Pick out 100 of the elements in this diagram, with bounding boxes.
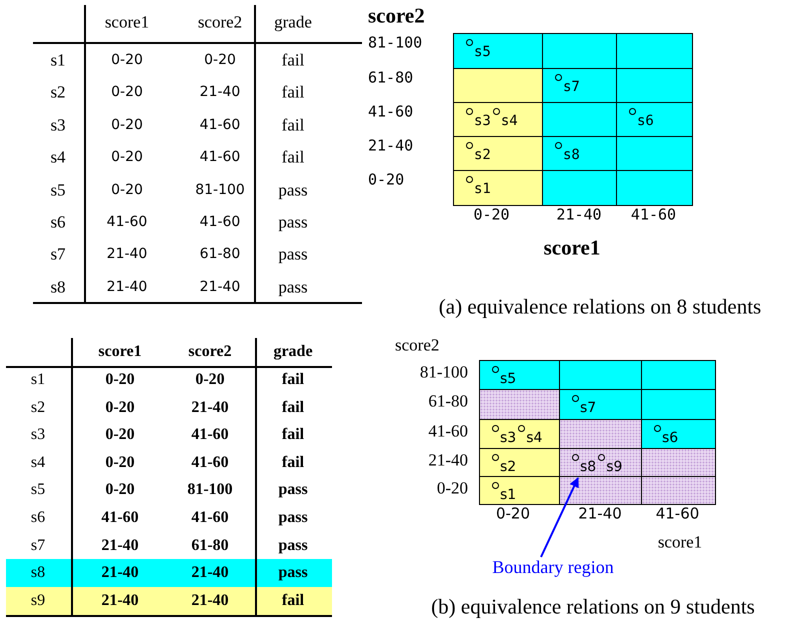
- score-value: 0-20: [105, 400, 135, 416]
- row-label: 21-40: [368, 138, 414, 154]
- score-value: 0-20: [105, 372, 135, 388]
- column-header: grade: [273, 344, 313, 360]
- row-label: s2: [50, 84, 66, 101]
- row-label: s2: [30, 400, 46, 416]
- score-value: 41-60: [191, 510, 229, 526]
- row-label: 81-100: [420, 364, 468, 380]
- score-value: 41-60: [106, 215, 148, 229]
- row-label: s4: [50, 148, 66, 166]
- grade-value: fail: [282, 372, 304, 388]
- row-label: 81-100: [368, 36, 422, 50]
- grade-value: fail: [282, 427, 304, 444]
- row-label: s1: [50, 52, 66, 68]
- grid-cell: [559, 476, 642, 504]
- grade-value: pass: [278, 181, 308, 198]
- score-value: 21-40: [106, 280, 148, 294]
- row-label: s5: [30, 482, 46, 498]
- column-label: 41-60: [656, 506, 700, 522]
- student-label: s7: [572, 392, 596, 415]
- grade-value: fail: [282, 400, 304, 416]
- row-label: 61-80: [368, 70, 414, 86]
- column-label: 0-20: [496, 506, 530, 522]
- score-value: 0-20: [204, 53, 236, 67]
- student-label: s6: [629, 105, 654, 128]
- score-value: 0-20: [111, 150, 143, 164]
- student-label: s2: [492, 451, 516, 474]
- score-value: 61-80: [200, 247, 240, 262]
- row-label: 61-80: [428, 392, 468, 410]
- score-value: 41-60: [200, 150, 240, 164]
- student-label: s8: [555, 139, 580, 162]
- score-value: 41-60: [191, 454, 229, 471]
- axis-title: score2: [395, 336, 440, 354]
- grade-value: pass: [278, 482, 308, 498]
- column-header: grade: [274, 14, 312, 30]
- row-label: s1: [30, 372, 46, 388]
- score-value: 0-20: [111, 182, 143, 197]
- axis-title: score1: [544, 238, 600, 258]
- row-label: 21-40: [428, 452, 468, 468]
- score-value: 41-60: [191, 427, 229, 444]
- score-value: 0-20: [111, 53, 143, 67]
- column-header: score1: [98, 344, 142, 360]
- row-label: s7: [50, 246, 66, 263]
- row-label: 41-60: [428, 422, 468, 440]
- score-value: 21-40: [106, 247, 148, 262]
- grade-value: fail: [282, 84, 304, 101]
- score-value: 0-20: [111, 118, 143, 132]
- grade-value: fail: [282, 592, 304, 609]
- score-value: 0-20: [111, 85, 143, 100]
- student-label: s9: [598, 451, 622, 474]
- row-label: 41-60: [368, 104, 414, 120]
- score-value: 21-40: [191, 592, 229, 609]
- grade-value: pass: [278, 214, 308, 230]
- row-label: s6: [30, 510, 46, 526]
- column-label: 21-40: [578, 506, 622, 522]
- axis-title: score2: [368, 6, 425, 26]
- score-value: 41-60: [200, 215, 240, 229]
- row-label: s7: [30, 538, 46, 554]
- grade-value: pass: [278, 278, 308, 296]
- grade-value: fail: [282, 148, 304, 166]
- student-label: s5: [492, 363, 516, 386]
- grade-value: pass: [278, 510, 308, 526]
- grade-value: fail: [282, 454, 304, 471]
- column-label: 21-40: [556, 208, 602, 222]
- score-value: 21-40: [200, 85, 240, 100]
- score-value: 0-20: [105, 427, 135, 444]
- column-header: score2: [188, 344, 232, 360]
- score-value: 21-40: [101, 538, 139, 554]
- student-label: s8: [572, 451, 596, 474]
- student-label: s1: [492, 479, 516, 502]
- score-value: 41-60: [101, 510, 139, 526]
- row-label: s8: [30, 565, 46, 582]
- row-label: s3: [50, 116, 66, 134]
- column-label: 41-60: [630, 208, 676, 222]
- score-value: 0-20: [105, 454, 135, 471]
- row-label: s9: [30, 592, 46, 609]
- student-label: s5: [466, 36, 491, 59]
- column-label: 0-20: [473, 208, 510, 222]
- figure-caption: (b) equivalence relations on 9 students: [431, 596, 755, 618]
- student-label: s4: [492, 105, 518, 128]
- score-value: 81-100: [187, 482, 233, 498]
- score-value: 0-20: [105, 482, 135, 498]
- student-label: s3: [466, 105, 491, 128]
- figure-caption: (a) equivalence relations on 8 students: [438, 296, 762, 318]
- leader-arrow: [540, 477, 579, 558]
- grade-value: pass: [278, 538, 308, 554]
- score-value: 41-60: [200, 118, 240, 132]
- student-label: s6: [654, 422, 678, 445]
- axis-title: score1: [658, 534, 702, 550]
- score-value: 21-40: [200, 280, 240, 294]
- grade-value: fail: [282, 116, 304, 134]
- row-label: s5: [50, 181, 66, 198]
- callout-text: Boundary region: [492, 558, 614, 576]
- score-value: 0-20: [195, 372, 225, 388]
- row-label: s8: [50, 278, 66, 296]
- score-value: 61-80: [191, 538, 229, 554]
- row-label: s6: [50, 214, 66, 230]
- student-label: s7: [555, 71, 580, 94]
- grade-value: pass: [278, 565, 308, 582]
- row-label: s4: [30, 454, 46, 471]
